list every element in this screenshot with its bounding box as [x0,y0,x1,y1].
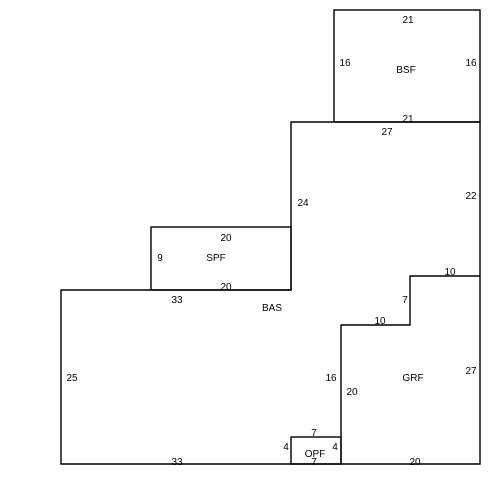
bsf-top-dimension: 21 [402,15,414,26]
bas-inner-dimension: 16 [325,373,337,384]
opf-left-dimension: 4 [283,442,289,453]
spf-outline [150,226,292,291]
grf-bottom-dimension: 20 [409,457,421,468]
bas-right-upper-dimension: 22 [465,191,477,202]
grf-mid-step-dimension: 10 [374,316,386,327]
opf-right-dimension: 4 [332,442,338,453]
grf-step-vertical-dimension: 7 [402,295,408,306]
bsf-area-label: BSF [396,65,415,76]
spf-top-dimension: 20 [220,233,232,244]
grf-area-label: GRF [402,373,423,384]
grf-right-dimension: 27 [465,366,477,377]
spf-area-label: SPF [206,253,225,264]
grf-left-dimension: 20 [346,387,358,398]
bas-area-label: BAS [262,303,282,314]
bas-left-upper-dimension: 24 [297,198,309,209]
opf-outline [290,436,342,465]
bsf-bottom-dimension: 21 [402,114,414,125]
bas-top-step-dimension: 27 [381,127,393,138]
spf-left-dimension: 9 [157,253,163,264]
grf-outline [340,275,480,464]
spf-bottom-dimension: 20 [220,282,232,293]
opf-bottom-dimension: 7 [311,457,317,468]
grf-top-step-dimension: 10 [444,267,456,278]
opf-area-label: OPF [305,449,326,460]
opf-top-dimension: 7 [311,428,317,439]
bsf-right-dimension: 16 [465,58,477,69]
bas-outline [60,121,481,465]
bas-bottom-dimension: 33 [171,457,183,468]
bas-left-dimension: 25 [66,373,78,384]
bas-top-lower-dimension: 33 [171,295,183,306]
bsf-left-dimension: 16 [339,58,351,69]
